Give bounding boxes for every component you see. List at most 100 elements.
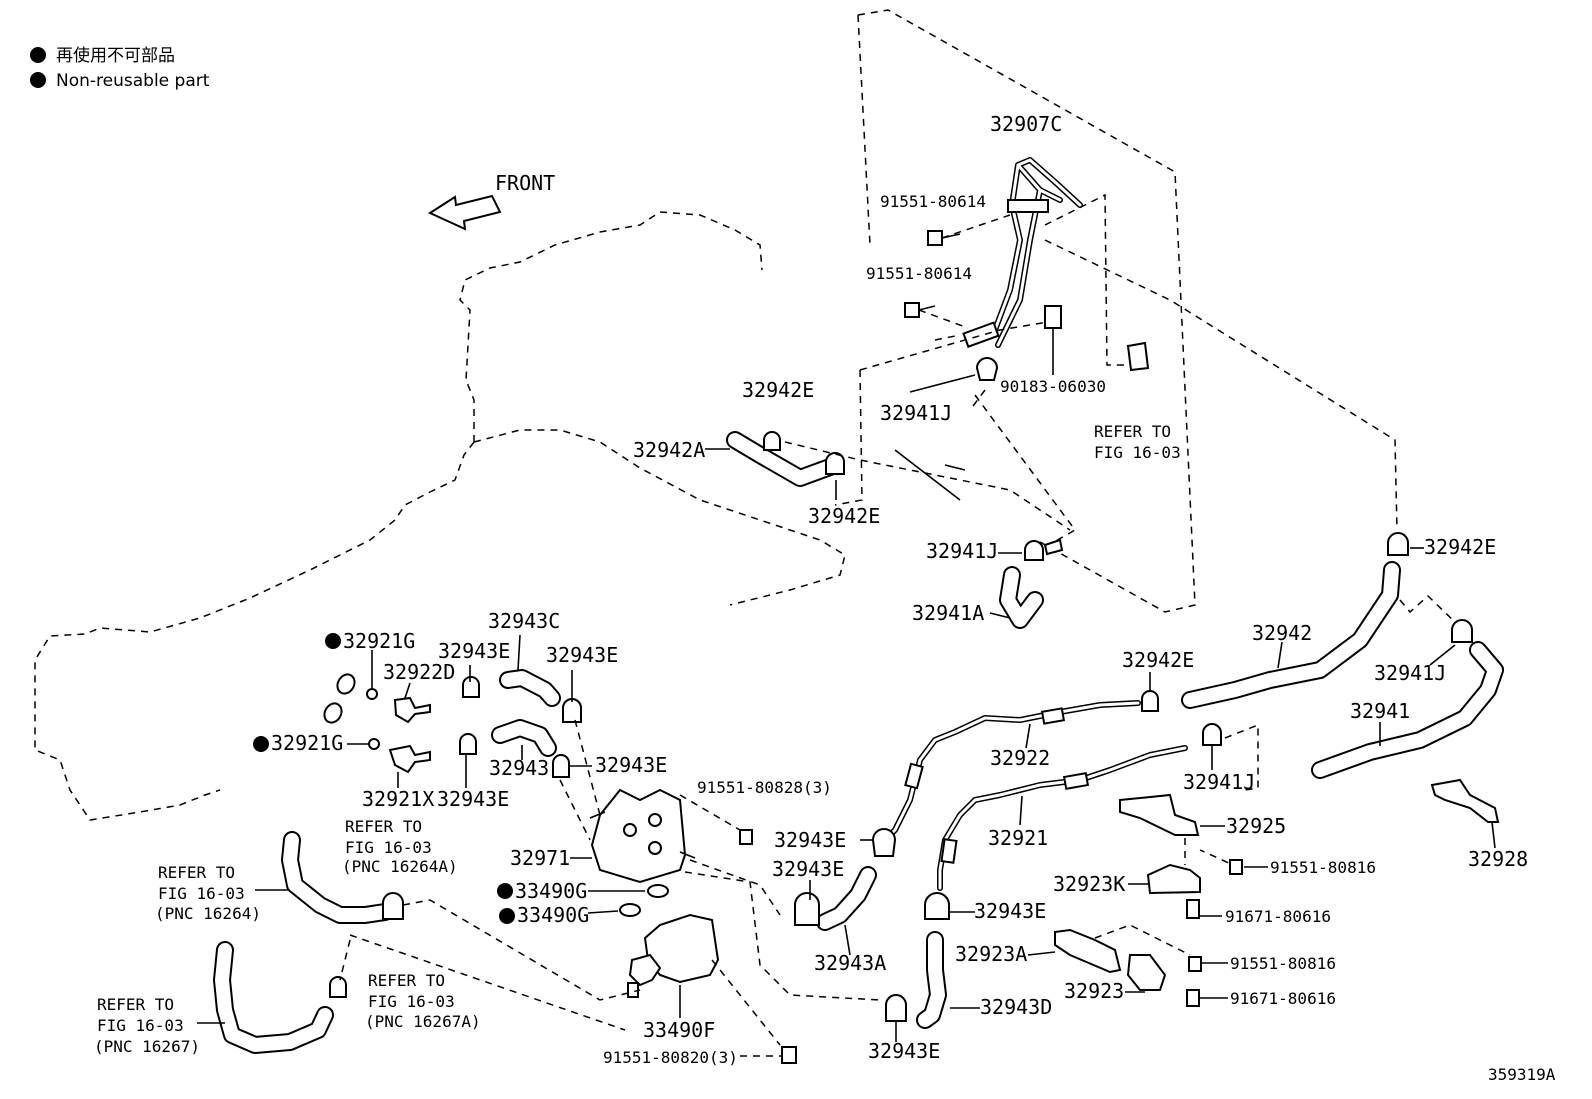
label-32923: 32923 <box>1064 979 1124 1003</box>
clamp-32942e-b-icon <box>825 452 845 475</box>
o-ring-33490g-b-icon <box>619 903 641 917</box>
label-32923a: 32923A <box>955 942 1027 966</box>
clamp-32942e-c-icon <box>1387 532 1409 556</box>
union-bolt-32921x-icon <box>388 744 431 774</box>
legend-japanese: 再使用不可部品 <box>56 45 175 66</box>
label-32922d: 32922D <box>383 660 455 684</box>
refer-a-line2: FIG 16-03 <box>1094 443 1181 462</box>
clamp-32943e-h-icon <box>552 754 570 778</box>
bracket-32925-icon <box>1119 793 1200 836</box>
union-icon <box>323 702 343 724</box>
label-91551-80816-b: 91551-80816 <box>1230 954 1336 973</box>
bracket-32923-icon <box>1126 954 1167 991</box>
clamp-32943e-d-icon <box>885 994 907 1022</box>
refer-e-line1: REFER TO <box>97 995 174 1014</box>
oil-cooler-32971 <box>589 788 696 884</box>
label-32907c: 32907C <box>990 112 1062 136</box>
label-32941: 32941 <box>1350 699 1410 723</box>
legend-english: Non-reusable part <box>56 71 210 91</box>
label-33490f: 33490F <box>643 1018 715 1042</box>
front-arrow-icon <box>427 194 502 231</box>
part-labels: 32907C 91551-80614 91551-80614 90183-060… <box>94 112 1556 1084</box>
o-ring-33490g-a-icon <box>647 884 669 898</box>
label-32941j-c: 32941J <box>1374 661 1446 685</box>
refer-d-line3: (PNC 16267A) <box>365 1012 481 1031</box>
label-32941j-b: 32941J <box>926 539 998 563</box>
clamp-32943e-g-icon <box>459 733 477 755</box>
front-label: FRONT <box>495 171 555 195</box>
label-33490g-b: 33490G <box>517 903 589 927</box>
clamp-32941j-b-icon <box>1024 540 1044 561</box>
label-32943e-g: 32943E <box>595 753 667 777</box>
label-32941j-a: 32941J <box>880 401 952 425</box>
clip-90183-06030-icon <box>1044 305 1062 329</box>
refer-c-line3: (PNC 16264) <box>155 904 261 923</box>
label-32928: 32928 <box>1468 847 1528 871</box>
label-32943: 32943 <box>489 756 549 780</box>
label-32923k: 32923K <box>1053 872 1125 896</box>
bracket-32923k-icon <box>1146 863 1201 895</box>
label-32943e-c: 32943E <box>974 899 1046 923</box>
label-32943e-b: 32943E <box>772 857 844 881</box>
clamp-32943e-f-icon <box>562 698 582 723</box>
bolt-91551-80828-icon <box>739 829 753 845</box>
bolt-91551-80816-a-icon <box>1229 859 1243 875</box>
label-91551-80614-b: 91551-80614 <box>866 264 972 283</box>
clamp-32941j-c-icon <box>1451 619 1473 643</box>
label-32943e-a: 32943E <box>774 828 846 852</box>
label-32971: 32971 <box>510 846 570 870</box>
refer-e-line2: FIG 16-03 <box>97 1016 184 1035</box>
refer-b-line1: REFER TO <box>345 817 422 836</box>
gasket-32921g-b-icon <box>368 738 380 750</box>
label-90183-06030: 90183-06030 <box>1000 377 1106 396</box>
refer-c-line1: REFER TO <box>158 863 235 882</box>
bracket-32923a-icon <box>1054 928 1122 974</box>
oil-cooler-icon <box>590 788 687 884</box>
refer-d-line2: FIG 16-03 <box>368 992 455 1011</box>
non-reusable-dot-icon <box>497 883 513 899</box>
label-32921x: 32921X <box>362 787 434 811</box>
non-reusable-dot-icon <box>30 47 46 63</box>
pipe-group-boundary <box>857 9 1196 613</box>
refer-e-line3: (PNC 16267) <box>94 1037 200 1056</box>
bolt-91671-80616-b-icon <box>1186 989 1200 1007</box>
label-32922: 32922 <box>990 746 1050 770</box>
non-reusable-dot-icon <box>325 633 341 649</box>
label-32941j-d: 32941J <box>1183 770 1255 794</box>
refer-d-line1: REFER TO <box>368 971 445 990</box>
bolt-91671-80616-a-icon <box>1186 899 1200 919</box>
label-91551-80816-a: 91551-80816 <box>1270 858 1376 877</box>
label-32943e-d: 32943E <box>868 1039 940 1063</box>
label-32942a: 32942A <box>633 438 705 462</box>
clamp-left-a-icon <box>382 892 404 920</box>
clamp-32942e-a-icon <box>763 431 781 451</box>
non-reusable-dot-icon <box>499 908 515 924</box>
legend: 再使用不可部品 Non-reusable part <box>30 45 210 91</box>
label-32921g-b: 32921G <box>271 731 343 755</box>
label-91551-80828: 91551-80828(3) <box>697 778 832 797</box>
refer-c-line2: FIG 16-03 <box>158 884 245 903</box>
figure-id: 359319A <box>1488 1065 1556 1084</box>
label-91671-80616-a: 91671-80616 <box>1225 907 1331 926</box>
label-91551-80614-a: 91551-80614 <box>880 192 986 211</box>
bolt-91551-80816-b-icon <box>1188 956 1202 972</box>
label-32943e-h: 32943E <box>437 787 509 811</box>
clamp-32943e-b-icon <box>794 892 820 926</box>
label-32942e-d: 32942E <box>1122 648 1194 672</box>
label-32943c: 32943C <box>488 609 560 633</box>
label-32921: 32921 <box>988 826 1048 850</box>
bolt-icon <box>927 230 943 246</box>
clamp-32941j-a-icon <box>975 357 999 381</box>
clamp-32943e-c-icon <box>924 892 950 920</box>
label-91551-80820: 91551-80820(3) <box>603 1048 738 1067</box>
bolt-91551-80820-icon <box>781 1046 797 1064</box>
clamp-left-b-icon <box>329 976 347 998</box>
pipe-32921 <box>937 745 1188 891</box>
clamp-32941j-d-icon <box>1202 723 1222 746</box>
non-reusable-dot-icon <box>30 72 46 88</box>
refer-b-line3: (PNC 16264A) <box>342 857 458 876</box>
label-32943d: 32943D <box>980 995 1052 1019</box>
transmission-outline <box>34 211 846 821</box>
gasket-32921g-a-icon <box>366 688 378 700</box>
